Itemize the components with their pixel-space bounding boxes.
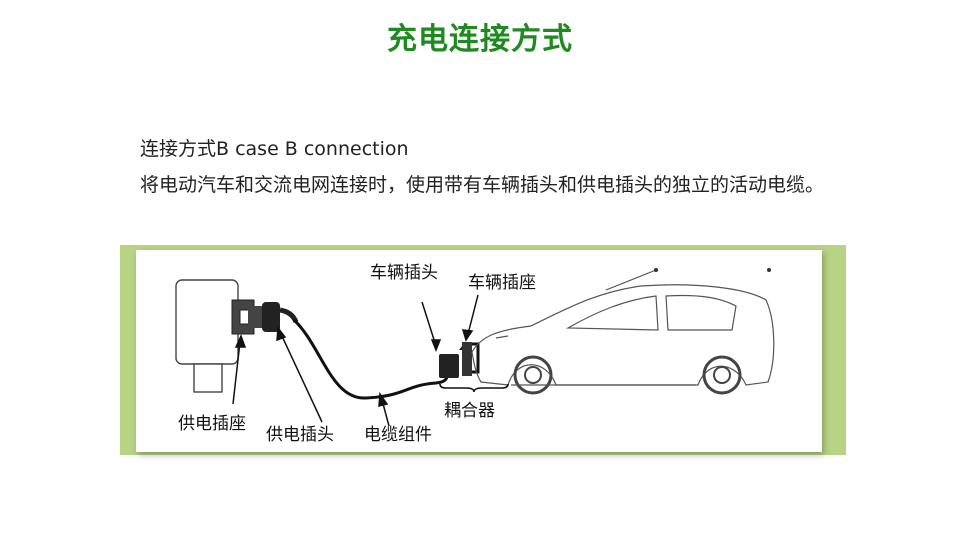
supply-plug-label: 供电插头 <box>266 425 334 445</box>
antenna-tip <box>654 268 658 272</box>
supply-plug-illustration <box>248 302 299 332</box>
cable-assembly-label: 电缆组件 <box>364 425 432 445</box>
connection-description: 将电动汽车和交流电网连接时，使用带有车辆插头和供电插头的独立的活动电缆。 <box>140 174 825 196</box>
page-title: 充电连接方式 <box>387 22 573 57</box>
coupler-label: 耦合器 <box>444 401 495 421</box>
electric-vehicle-illustration <box>471 269 775 395</box>
label-leaders <box>232 294 479 427</box>
charging-cable <box>292 318 452 400</box>
vehicle-plug-label: 车辆插头 <box>370 263 438 283</box>
connection-type-heading: 连接方式B case B connection <box>140 138 409 160</box>
charging-diagram-panel: 车辆插头 车辆插座 耦合器 供电插座 供电插头 电缆组件 <box>136 250 822 452</box>
coupler-illustration <box>439 342 480 378</box>
roof-marker <box>767 268 771 272</box>
supply-socket-label: 供电插座 <box>178 414 246 434</box>
coupler-brace <box>439 383 509 393</box>
vehicle-inlet-label: 车辆插座 <box>468 273 536 293</box>
charging-connection-diagram: 车辆插头 车辆插座 耦合器 供电插座 供电插头 电缆组件 <box>175 263 775 445</box>
supply-socket-illustration <box>175 279 255 393</box>
